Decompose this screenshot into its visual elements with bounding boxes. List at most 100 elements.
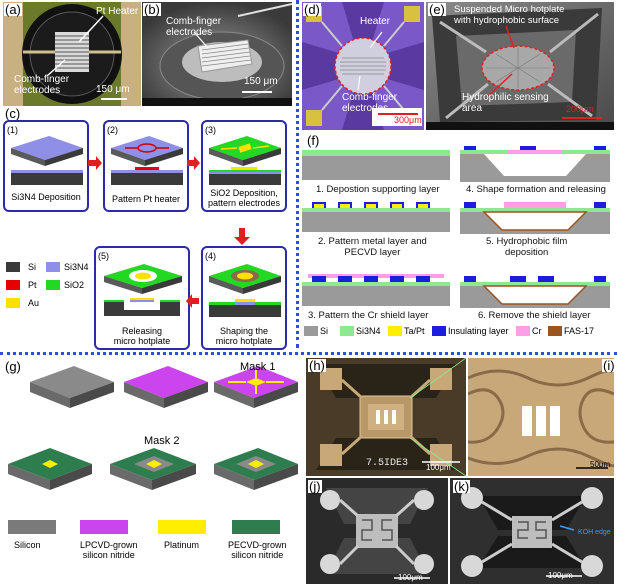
panel-e-image xyxy=(426,2,614,130)
panel-j-scale: 100μm xyxy=(398,573,423,582)
panel-c-step-2: (2) Pattern Pt heater xyxy=(103,120,189,212)
legend-f-cr-swatch xyxy=(516,326,530,336)
legend-g-lpcvd-label: LPCVD-grown silicon nitride xyxy=(80,540,138,560)
panel-g-mask2: Mask 2 xyxy=(144,435,180,447)
panel-f-step-5: 5. Hydrophobic film deposition xyxy=(486,236,568,258)
step-4-caption: Shaping the micro hotplate xyxy=(215,326,273,346)
legend-f-insulating-label: Insulating layer xyxy=(448,326,509,336)
panel-k-label: (k) xyxy=(453,479,471,494)
legend-pt-label: Pt xyxy=(28,280,37,290)
legend-si3n4-swatch xyxy=(46,262,60,272)
panel-f-label: (f) xyxy=(306,133,321,148)
panel-b-label: (b) xyxy=(143,2,161,17)
panel-a-heater-label: Pt Heater xyxy=(96,6,139,17)
legend-au-swatch xyxy=(6,298,20,308)
legend-au-label: Au xyxy=(28,298,40,308)
legend-f-tapt-label: Ta/Pt xyxy=(404,326,425,336)
legend-sio2-label: SiO2 xyxy=(64,280,85,290)
panel-b-image xyxy=(142,2,292,106)
step-3-num: (3) xyxy=(205,125,216,135)
panel-j-label: (j) xyxy=(308,479,322,494)
legend-pt-swatch xyxy=(6,280,20,290)
panel-k-scale: 100μm xyxy=(548,571,573,580)
step-5-graphic xyxy=(104,264,182,316)
panel-a-scale: 150 μm xyxy=(96,84,130,95)
legend-f-cr-label: Cr xyxy=(532,326,542,336)
vertical-divider xyxy=(296,0,299,348)
panel-g-diagrams xyxy=(8,366,298,490)
step-2-caption: Pattern Pt heater xyxy=(111,194,181,204)
step-1-num: (1) xyxy=(7,125,18,135)
legend-f-si3n4-swatch xyxy=(340,326,354,336)
legend-si3n4-label: Si3N4 xyxy=(64,262,89,272)
panel-a-electrodes-label: Comb-finger electrodes xyxy=(14,74,70,96)
panel-e-bottom-label: Hydrophilic sensing area xyxy=(462,92,549,114)
step-3-caption: SiO2 Deposition, pattern electrodes xyxy=(207,188,281,208)
panel-j-sem xyxy=(306,478,448,584)
legend-f-insulating-swatch xyxy=(432,326,446,336)
panel-h-scale: 100μm xyxy=(426,463,451,472)
step-4-num: (4) xyxy=(205,251,216,261)
panel-e-label: (e) xyxy=(428,2,446,17)
panel-f-diagrams xyxy=(302,146,610,308)
panel-i-image xyxy=(468,358,614,476)
step-1-graphic xyxy=(11,136,83,185)
legend-si-label: Si xyxy=(28,262,37,272)
panel-a-micrograph xyxy=(3,2,141,106)
legend-f-fas-label: FAS-17 xyxy=(564,326,595,336)
legend-g-platinum-swatch xyxy=(158,520,206,534)
panel-f-step-3: 3. Pattern the Cr shield layer xyxy=(308,310,429,321)
panel-f-step-1: 1. Depostion supporting layer xyxy=(316,184,440,195)
panel-i-micrograph xyxy=(468,358,614,476)
panel-h-label: (h) xyxy=(308,358,326,373)
step-2-num: (2) xyxy=(107,125,118,135)
panel-h-micrograph xyxy=(306,358,466,476)
panel-c-step-4: (4) Shaping the micro hotplate xyxy=(201,246,287,350)
panel-c-label: (c) xyxy=(4,106,22,121)
panel-g-label: (g) xyxy=(4,359,22,374)
panel-e-top-label: Suspended Micro hotplate with hydrophobi… xyxy=(454,4,565,26)
legend-g-pecvd-swatch xyxy=(232,520,280,534)
panel-d-heater-label: Heater xyxy=(360,16,391,27)
legend-si-swatch xyxy=(6,262,20,272)
panel-e-sem xyxy=(426,2,614,130)
panel-c-step-1: (1) Si3N4 Deposition xyxy=(3,120,89,212)
panel-k-note: KOH edge xyxy=(578,529,611,536)
legend-f-fas-swatch xyxy=(548,326,562,336)
legend-g-platinum-label: Platinum xyxy=(164,540,200,550)
panel-d-label: (d) xyxy=(303,2,321,17)
legend-g-silicon-swatch xyxy=(8,520,56,534)
legend-g-pecvd-label: PECVD-grown silicon nitride xyxy=(228,540,287,560)
panel-k-sem xyxy=(450,478,614,584)
panel-i-scale: 50μm xyxy=(590,460,611,469)
panel-e-scale: 200μm xyxy=(566,104,594,114)
panel-a-image xyxy=(3,2,141,106)
step-1-caption: Si3N4 Deposition xyxy=(11,192,81,202)
panel-f-step-2: 2. Pattern metal layer and PECVD layer xyxy=(318,236,427,258)
horizontal-divider xyxy=(0,352,617,355)
panel-c-arrows xyxy=(88,156,250,308)
panel-f-step-4: 4. Shape formation and releasing xyxy=(466,184,606,195)
step-4-graphic xyxy=(209,264,281,317)
panel-b-scale: 150 μm xyxy=(244,76,278,87)
panel-c-step-3: (3) SiO2 Deposition, pattern electrodes xyxy=(201,120,287,212)
step-5-caption: Releasing micro hotplate xyxy=(113,326,171,346)
panel-a-label: (a) xyxy=(4,2,22,17)
panel-h-chip-text: 7.5IDE3 xyxy=(366,458,409,469)
panel-k-image xyxy=(450,478,614,584)
panel-i-label: (i) xyxy=(602,358,616,373)
legend-g-lpcvd-swatch xyxy=(80,520,128,534)
legend-f-si3n4-label: Si3N4 xyxy=(356,326,381,336)
panel-d-scale: 300μm xyxy=(394,115,422,125)
legend-f-tapt-swatch xyxy=(388,326,402,336)
panel-b-sem xyxy=(142,2,292,106)
legend-f-si-label: Si xyxy=(320,326,329,336)
legend-sio2-swatch xyxy=(46,280,60,290)
step-5-num: (5) xyxy=(98,251,109,261)
panel-d-electrodes-label: Comb-finger electrodes xyxy=(342,92,398,114)
panel-g-mask1: Mask 1 xyxy=(240,361,276,373)
step-2-graphic xyxy=(111,136,183,185)
step-3-graphic xyxy=(209,136,281,185)
panel-j-image xyxy=(306,478,448,584)
panel-b-electrodes-label: Comb-finger electrodes xyxy=(166,16,222,38)
